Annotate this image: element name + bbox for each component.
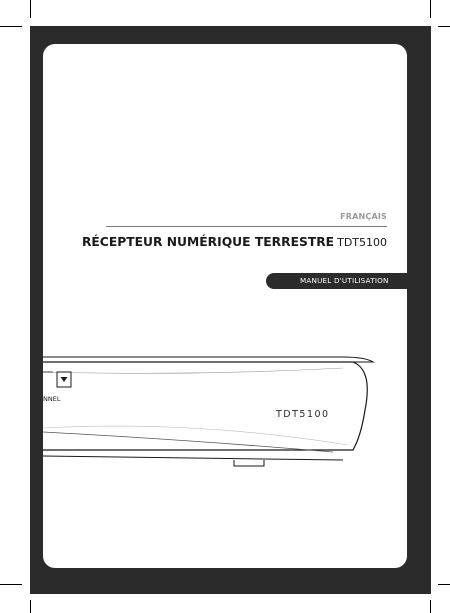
crop-mark-bottom-left-vertical [30, 600, 31, 613]
receiver-top-edge [43, 356, 375, 363]
receiver-lower-sweep [43, 425, 349, 446]
manual-badge: MANUEL D'UTILISATION [266, 273, 430, 289]
receiver-model-label: TDT5100 [275, 409, 330, 420]
crop-mark-top-right-vertical [430, 0, 431, 18]
crop-mark-bottom-right-vertical [430, 600, 431, 613]
chevron-down-icon [60, 377, 68, 382]
crop-mark-top-left-horizontal [0, 26, 22, 27]
receiver-base-line [43, 455, 344, 461]
product-model: TDT5100 [337, 236, 387, 249]
crop-mark-top-right-horizontal [438, 26, 450, 27]
title-divider [106, 226, 387, 227]
receiver-lower-shadow [43, 431, 334, 453]
receiver-illustration: NNEL TDT5100 [43, 356, 375, 467]
crop-mark-bottom-left-horizontal [0, 584, 22, 585]
crop-mark-bottom-right-horizontal [438, 584, 450, 585]
channel-button-label: NNEL [43, 395, 61, 403]
receiver-front-panel [43, 361, 368, 451]
language-label: FRANÇAIS [340, 212, 387, 221]
crop-mark-top-left-vertical [30, 0, 31, 18]
product-title-main: RÉCEPTEUR NUMÉRIQUE TERRESTRE [81, 235, 335, 249]
receiver-mid-sweep [43, 367, 344, 374]
receiver-foot [233, 460, 265, 467]
